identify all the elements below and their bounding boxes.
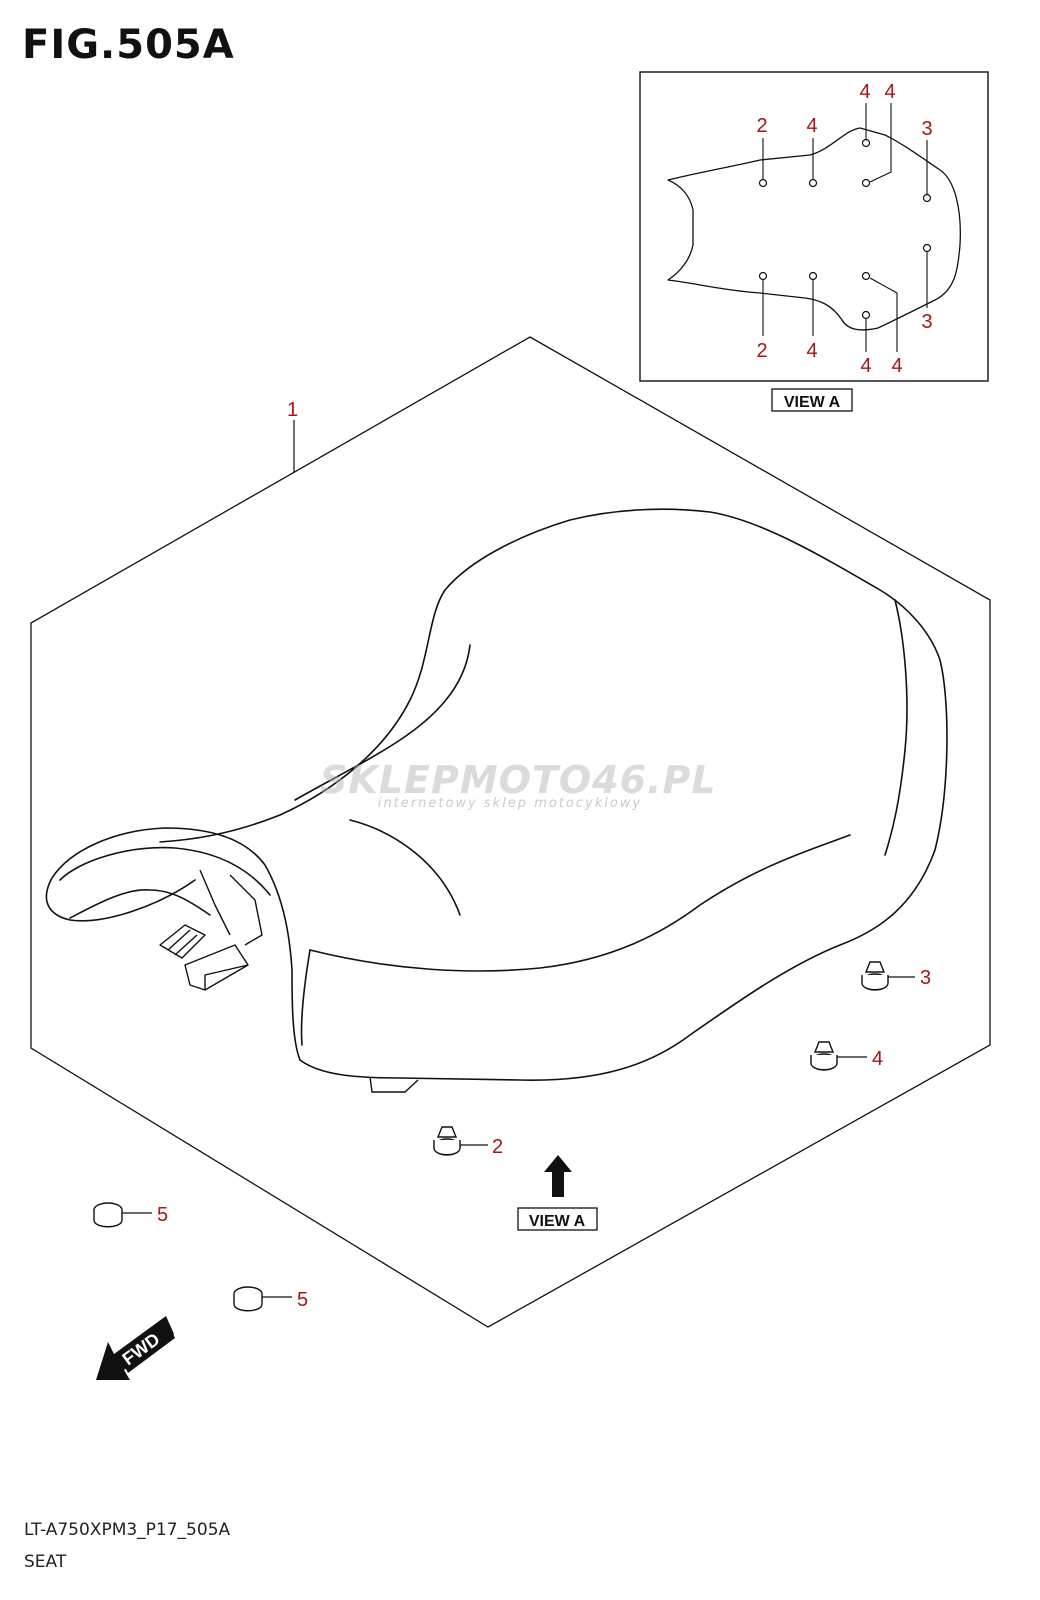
view-a-label-3-bot: 3 <box>921 311 932 333</box>
view-a-dots <box>758 138 932 320</box>
cushion-4 <box>810 1041 838 1071</box>
cushion-5a <box>93 1202 123 1228</box>
view-a-inset-frame <box>639 71 989 382</box>
cushion-3 <box>861 961 889 991</box>
cushion-5b <box>233 1286 263 1312</box>
view-a-label-main: VIEW A <box>529 1213 586 1230</box>
figure-name: SEAT <box>24 1552 67 1572</box>
callout-2: 2 <box>492 1136 503 1158</box>
view-a-arrow-icon <box>544 1155 572 1197</box>
view-a-seat-outline <box>667 127 961 331</box>
figure-code: LT-A750XPM3_P17_505A <box>24 1520 231 1540</box>
view-a-label-inset: VIEW A <box>784 394 841 411</box>
view-a-callouts: 2 4 4 4 3 2 4 4 4 3 <box>756 81 932 377</box>
callout-3: 3 <box>920 967 931 989</box>
view-a-label-3-top: 3 <box>921 118 932 140</box>
callout-1: 1 <box>287 399 298 421</box>
view-a-label-2-bot: 2 <box>756 340 767 362</box>
view-a-box-main <box>517 1207 598 1231</box>
seat-latch <box>159 869 263 991</box>
view-a-label-4-top-b: 4 <box>859 81 870 103</box>
view-a-label-4-top-a: 4 <box>806 115 817 137</box>
view-a-label-4-bot-b: 4 <box>860 355 871 377</box>
view-a-label-2-top: 2 <box>756 115 767 137</box>
view-a-label-4-top-c: 4 <box>884 81 895 103</box>
callout-5a: 5 <box>157 1204 168 1226</box>
view-a-label-4-bot-a: 4 <box>806 340 817 362</box>
callout-4: 4 <box>872 1048 883 1070</box>
callout-5b: 5 <box>297 1289 308 1311</box>
figure-title: FIG.505A <box>22 22 235 68</box>
seat-body <box>45 508 948 1081</box>
hexagon-frame <box>30 336 991 1328</box>
view-a-leaders <box>762 103 928 352</box>
seat-rear-hook <box>369 1076 419 1093</box>
cushion-2 <box>433 1126 461 1156</box>
fwd-arrow-icon: FWD <box>96 1316 175 1380</box>
view-a-label-4-bot-c: 4 <box>891 355 902 377</box>
view-a-box-inset <box>771 388 853 412</box>
